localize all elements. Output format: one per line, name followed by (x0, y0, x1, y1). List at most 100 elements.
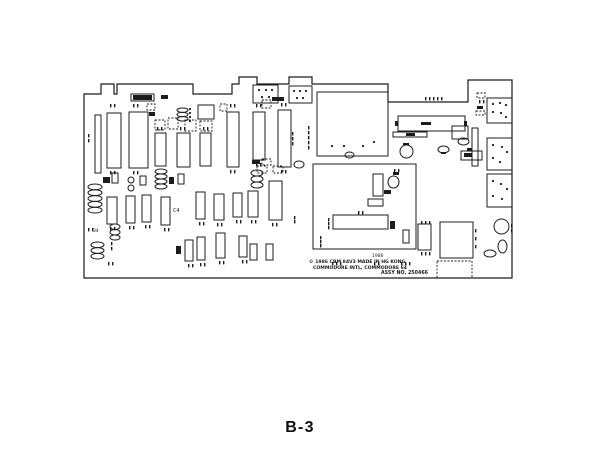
board-outline (83, 76, 513, 279)
component-dashed (261, 158, 272, 166)
component-outline (199, 132, 212, 167)
component-solid (161, 95, 168, 99)
connector-outline (486, 137, 513, 171)
component-solid (176, 246, 181, 254)
pin-tick (433, 97, 435, 101)
pin-tick (398, 169, 400, 173)
pin-tick (114, 227, 116, 231)
pin-tick (281, 170, 283, 174)
component-solid (467, 148, 472, 151)
component-round (493, 218, 510, 235)
pin-tick (394, 169, 396, 173)
pin-tick (242, 260, 244, 264)
component-outline (184, 239, 194, 262)
pin-tick (133, 226, 135, 230)
coil-segment (176, 111, 189, 118)
pin-tick (285, 170, 287, 174)
pin-tick (230, 104, 232, 108)
component-dashed (199, 120, 213, 132)
component-round (344, 151, 355, 159)
pin-tick (320, 244, 322, 248)
component-solid (384, 190, 391, 194)
coil-segment (154, 178, 168, 185)
component-outline (232, 192, 243, 218)
component-outline (195, 191, 206, 220)
component-outline (332, 214, 389, 230)
component-outline (316, 91, 389, 157)
pin-tick (336, 262, 338, 266)
pad-dot (188, 111, 192, 115)
component-dashed (146, 103, 156, 111)
component-round (293, 160, 305, 169)
component-dashed (256, 165, 268, 174)
component-solid (421, 122, 431, 125)
pin-tick (199, 222, 201, 226)
component-round (127, 184, 135, 192)
component-outline (128, 111, 149, 169)
pin-tick (475, 237, 477, 241)
pin-tick (234, 104, 236, 108)
connector-pin (298, 89, 302, 93)
pin-tick (332, 262, 334, 266)
component-outline (277, 109, 292, 168)
connector-pin (499, 182, 503, 186)
component-outline (141, 194, 152, 223)
component-round (109, 234, 121, 241)
pin-tick (429, 97, 431, 101)
component-outline (215, 232, 226, 259)
component-dashed (167, 117, 179, 130)
connector-pin (491, 110, 495, 114)
pin-tick (328, 218, 330, 222)
component-outline (154, 132, 167, 167)
component-solid (169, 177, 174, 184)
coil-segment (90, 241, 105, 249)
component-solid (403, 143, 409, 145)
component-outline (125, 195, 136, 224)
pin-tick (111, 242, 113, 246)
pin-tick (260, 163, 262, 167)
component-outline (130, 93, 155, 102)
pin-tick (217, 223, 219, 227)
component-outline (265, 243, 274, 261)
pin-tick (294, 220, 296, 224)
component-outline (451, 125, 469, 140)
pin-tick (203, 127, 205, 131)
pin-tick (137, 171, 139, 175)
pin-tick (133, 104, 135, 108)
pin-tick (292, 132, 294, 136)
pin-tick (246, 260, 248, 264)
pin-tick (511, 224, 513, 228)
connector-pin (264, 88, 268, 92)
connector-pin (491, 102, 495, 106)
component-outline (372, 173, 384, 197)
component-outline (247, 190, 259, 218)
pin-tick (168, 228, 170, 232)
component-outline (460, 150, 483, 161)
connector-pin (301, 96, 305, 100)
pin-tick (110, 227, 112, 231)
pin-tick (234, 170, 236, 174)
pin-tick (320, 240, 322, 244)
pin-tick (110, 104, 112, 108)
caption: B-3 BOARD LAYOUT PCB ASSEMBLY #250446 (0, 382, 600, 449)
pin-tick (441, 97, 443, 101)
pin-tick (276, 223, 278, 227)
pin-tick (421, 221, 423, 225)
caption-figure-number: B-3 (285, 419, 315, 436)
pad-dot (342, 144, 346, 148)
component-solid (477, 106, 483, 109)
component-outline (238, 235, 248, 258)
pin-tick (204, 263, 206, 267)
component-solid (393, 172, 399, 175)
pin-tick (114, 104, 116, 108)
component-outline (226, 111, 240, 168)
pad-dot (188, 115, 192, 119)
silkscreen-text: ASSY NO. 250466 (381, 270, 429, 276)
pin-tick (88, 228, 90, 232)
silkscreen-text: C4 (173, 208, 180, 214)
pin-tick (292, 142, 294, 146)
connector-pin (505, 187, 509, 191)
component-dashed (272, 165, 284, 174)
component-outline (402, 229, 410, 244)
component-solid (133, 95, 152, 100)
